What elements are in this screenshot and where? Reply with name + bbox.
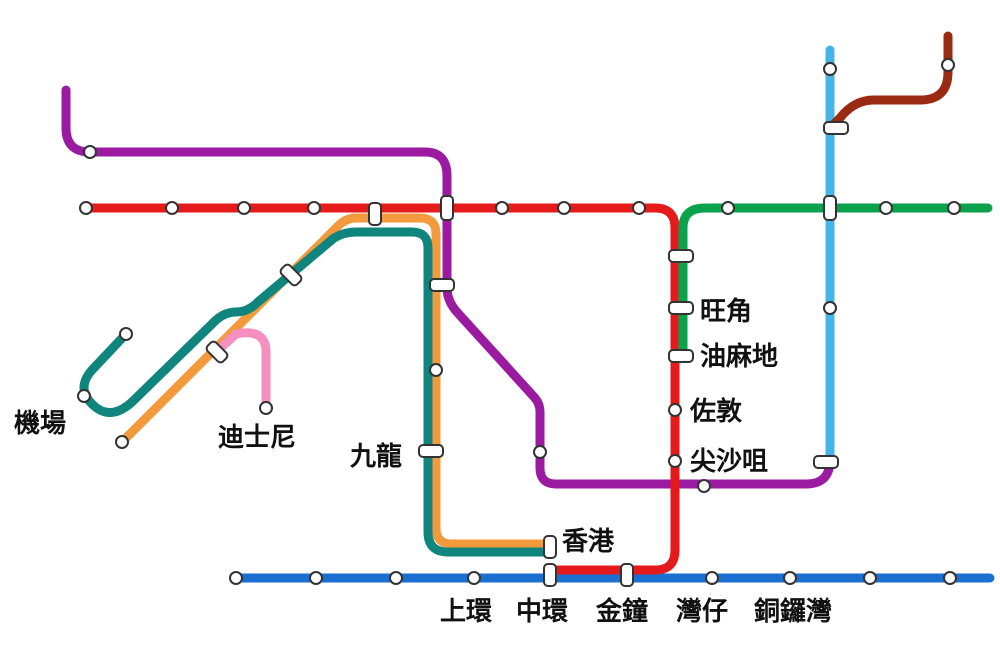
interchange-marker[interactable] (440, 195, 454, 221)
station-label-tsim-sha-tsui[interactable]: 尖沙咀 (690, 447, 768, 477)
interchange-marker[interactable] (543, 563, 557, 587)
interchange-marker[interactable] (205, 340, 229, 364)
interchange-markers (205, 121, 849, 587)
station-marker[interactable] (863, 571, 877, 585)
station-label-mong-kok[interactable]: 旺角 (700, 296, 752, 327)
station-marker[interactable] (947, 201, 961, 215)
station-marker[interactable] (721, 201, 735, 215)
brown-line (825, 31, 953, 133)
station-marker[interactable] (668, 454, 682, 468)
station-marker[interactable] (943, 571, 957, 585)
station-marker[interactable] (429, 363, 443, 377)
station-label-wan-chai[interactable]: 灣仔 (676, 596, 728, 627)
interchange-marker[interactable] (813, 455, 839, 469)
station-marker[interactable] (259, 401, 273, 415)
station-marker[interactable] (879, 201, 893, 215)
interchange-marker[interactable] (368, 202, 382, 226)
station-label-sheung-wan[interactable]: 上環 (440, 597, 493, 627)
interchange-marker[interactable] (279, 263, 303, 287)
station-label-disneyland[interactable]: 迪士尼 (218, 423, 296, 453)
station-label-admiralty[interactable]: 金鐘 (595, 596, 648, 627)
interchange-marker[interactable] (620, 563, 634, 587)
station-markers (77, 58, 961, 585)
interchange-marker[interactable] (668, 301, 694, 315)
station-marker[interactable] (83, 145, 97, 159)
interchange-marker[interactable] (823, 195, 837, 221)
station-marker[interactable] (77, 389, 91, 403)
station-marker[interactable] (165, 201, 179, 215)
station-marker[interactable] (309, 571, 323, 585)
interchange-marker[interactable] (823, 121, 849, 135)
station-marker[interactable] (823, 301, 837, 315)
station-marker[interactable] (307, 201, 321, 215)
station-marker[interactable] (79, 201, 93, 215)
station-label-kowloon[interactable]: 九龍 (349, 441, 402, 472)
interchange-marker[interactable] (668, 349, 694, 363)
station-marker[interactable] (823, 62, 837, 76)
station-marker[interactable] (467, 571, 481, 585)
kwun-tong-line (678, 203, 993, 361)
station-marker[interactable] (495, 201, 509, 215)
disneyland-resort-line (211, 328, 271, 413)
interchange-marker[interactable] (418, 444, 444, 458)
station-marker[interactable] (783, 571, 797, 585)
tsuen-wan-line (79, 203, 680, 575)
interchange-marker[interactable] (543, 535, 557, 559)
station-marker[interactable] (389, 571, 403, 585)
airport-express-line (79, 227, 555, 557)
station-label-jordan[interactable]: 佐敦 (689, 396, 743, 427)
station-marker[interactable] (705, 571, 719, 585)
station-marker[interactable] (941, 58, 955, 72)
station-label-airport[interactable]: 機場 (14, 409, 66, 439)
station-marker[interactable] (119, 327, 133, 341)
station-label-central[interactable]: 中環 (516, 597, 569, 627)
tung-chung-line (117, 213, 555, 549)
station-label-yau-ma-tei[interactable]: 油麻地 (700, 342, 778, 372)
station-label-hong-kong[interactable]: 香港 (562, 527, 615, 557)
station-marker[interactable] (697, 479, 711, 493)
station-marker[interactable] (237, 201, 251, 215)
station-marker[interactable] (632, 201, 646, 215)
interchange-marker[interactable] (668, 249, 694, 263)
station-marker[interactable] (533, 445, 547, 459)
station-marker[interactable] (229, 571, 243, 585)
station-labels: 機場 迪士尼 九龍 香港 旺角 油麻地 佐敦 尖沙咀 上環 中環 金鐘 灣仔 銅… (14, 296, 832, 627)
station-label-causeway-bay[interactable]: 銅鑼灣 (754, 596, 832, 627)
interchange-marker[interactable] (429, 278, 455, 292)
station-marker[interactable] (115, 435, 129, 449)
station-marker[interactable] (557, 201, 571, 215)
station-marker[interactable] (668, 403, 682, 417)
